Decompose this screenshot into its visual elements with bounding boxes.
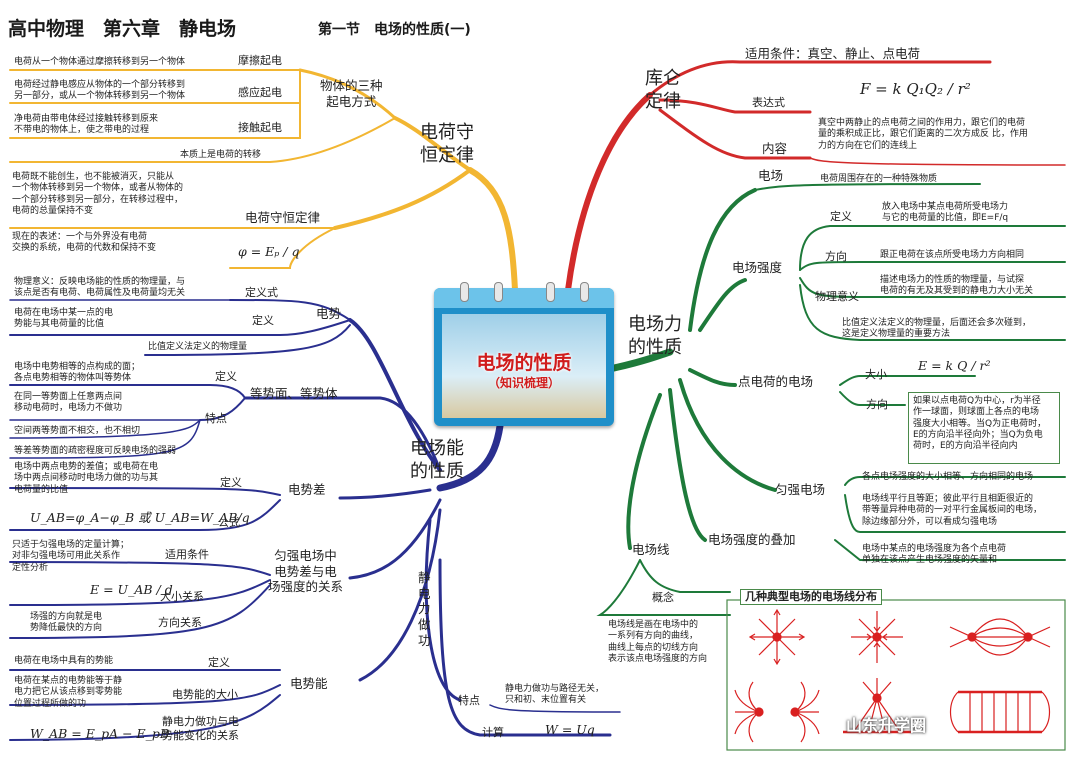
field-line-diagrams: [726, 599, 1066, 751]
desc-point-dir: 如果以点电荷Q为中心，r为半径 作一球面，则球面上各点的电场 强度大小相等。当Q…: [913, 396, 1047, 451]
page-title: 高中物理 第六章 静电场: [8, 18, 237, 40]
center-title: 电场的性质: [476, 352, 572, 374]
label-pe-work: 静电力做功与电 势能变化的关系: [162, 715, 239, 742]
desc-work-feature: 静电力做功与路径无关， 只和初、末位置有关: [505, 684, 605, 706]
label-pe-def: 定义: [208, 656, 230, 669]
label-strength-meaning: 物理意义: [815, 290, 859, 303]
desc-uniform-dir: 场强的方向就是电 势降低最快的方向: [30, 612, 103, 634]
formula-pe-work: W_AB = E_pA − E_pB: [30, 726, 170, 741]
branch-force: 电场力 的性质: [628, 314, 682, 358]
label-pd-formula: 公式: [218, 516, 240, 529]
formula-coulomb: F = k Q₁Q₂ / r²: [860, 80, 971, 98]
label-potential-formula: 定义式: [245, 286, 278, 299]
desc-potential-def: 电荷在电场中某一点的电 势能与其电荷量的比值: [14, 308, 114, 330]
formula-pd: U_AB=φ_A−φ_B 或 U_AB=W_AB/q: [30, 510, 250, 525]
desc-potential-ratio: 比值定义法定义的物理量: [148, 342, 248, 352]
node-friction: 摩擦起电: [238, 54, 282, 67]
desc-friction: 电荷从一个物体通过摩擦转移到另一个物体: [14, 57, 186, 67]
desc-uniform-cond: 只适于匀强电场的定量计算； 对非匀强电场可用此关系作 定性分析: [12, 540, 130, 573]
label-work-feature: 特点: [458, 694, 480, 707]
desc-superposition: 电场中某点的电场强度为各个点电荷 单独在该点产生电场强度的矢量和: [862, 544, 1007, 566]
desc-equipotential-f2: 空间两等势面不相交，也不相切: [14, 426, 141, 436]
desc-equipotential-def: 电场中电势相等的点构成的面； 各点电势相等的物体叫等势体: [14, 362, 141, 384]
node-uniform-field: 匀强电场: [775, 482, 826, 497]
desc-coulomb-content: 真空中两静止的点电荷之间的作用力，跟它们的电荷 量的乘积成正比，跟它们距离的二次…: [818, 118, 1028, 151]
node-uniform-relation: 匀强电场中 电势差与电 场强度的关系: [268, 548, 344, 595]
branch-energy: 电场能 的性质: [410, 438, 464, 482]
label-equipotential-def: 定义: [215, 370, 237, 383]
formula-potential: φ = Eₚ / q: [238, 244, 300, 259]
node-field-lines: 电场线: [632, 542, 670, 557]
desc-field: 电荷周围存在的一种特殊物质: [820, 174, 938, 184]
desc-strength-ratio: 比值定义法定义的物理量，后面还会多次碰到， 这是定义物理量的重要方法: [842, 318, 1032, 340]
watermark: 山东升学圈: [846, 716, 927, 735]
desc-uniform-d1: 各点电场强度的大小相等、方向相同的电场: [862, 472, 1034, 482]
label-typical-fields: 几种典型电场的电场线分布: [740, 589, 882, 605]
node-superposition: 电场强度的叠加: [708, 532, 796, 547]
branch-conservation: 电荷守 恒定律: [420, 122, 474, 166]
label-uniform-dir: 方向关系: [158, 616, 202, 629]
node-induction: 感应起电: [238, 86, 282, 99]
label-work-calc: 计算: [482, 726, 504, 739]
label-uniform-mag: 大小关系: [160, 590, 204, 603]
branch-coulomb: 库仑 定律: [645, 68, 681, 112]
desc-coulomb-cond: 适用条件：真空、静止、点电荷: [745, 46, 921, 61]
center-subtitle: （知识梳理）: [487, 376, 560, 390]
desc-uniform-d2: 电场线平行且等距；彼此平行且相距很近的 带等量异种电荷的一对平行金属板间的电场，…: [862, 494, 1043, 527]
node-field: 电场: [758, 168, 784, 183]
node-equipotential: 等势面、等势体: [250, 386, 338, 401]
node-strength: 电场强度: [732, 260, 783, 275]
page-subtitle: 第一节 电场的性质(一): [318, 22, 471, 38]
desc-equipotential-f1: 在同一等势面上任意两点间 移动电荷时，电场力不做功: [14, 392, 123, 414]
label-coulomb-expr: 表达式: [752, 96, 785, 109]
formula-point: E = k Q / r²: [918, 358, 991, 373]
node-electric-work: 静 电 力 做 功: [418, 570, 431, 648]
point-dir-box: 如果以点电荷Q为中心，r为半径 作一球面，则球面上各点的电场 强度大小相等。当Q…: [908, 392, 1060, 464]
label-pd-def: 定义: [220, 476, 242, 489]
desc-induction: 电荷经过静电感应从物体的一个部分转移到 另一部分，或从一个物体转移到另一个物体: [14, 80, 186, 102]
formula-work: W = Uq: [545, 722, 595, 737]
label-lines-concept: 概念: [652, 591, 674, 604]
desc-pe-def: 电荷在电场中具有的势能: [14, 656, 114, 666]
desc-essence: 本质上是电荷的转移: [180, 150, 262, 160]
node-charging-methods: 物体的三种 起电方式: [320, 78, 383, 109]
desc-conservation-modern: 现在的表述：一个与外界没有电荷 交换的系统，电荷的代数和保持不变: [12, 232, 157, 254]
node-potential: 电势: [316, 306, 342, 321]
label-strength-dir: 方向: [825, 250, 847, 263]
desc-strength-def: 放入电场中某点电荷所受电场力 与它的电荷量的比值，即E=F/q: [882, 202, 1009, 224]
desc-strength-meaning: 描述电场力的性质的物理量，与试探 电荷的有无及其受到的静电力大小无关: [880, 275, 1034, 297]
label-strength-def: 定义: [830, 210, 852, 223]
desc-lines-concept: 电场线是画在电场中的 一系列有方向的曲线， 曲线上每点的切线方向 表示该点电场强…: [608, 620, 708, 664]
desc-equipotential-f3: 等差等势面的疏密程度可反映电场的强弱: [14, 446, 177, 456]
label-coulomb-content: 内容: [762, 141, 788, 156]
desc-potential-meaning: 物理意义：反映电场能的性质的物理量，与 该点是否有电荷、电荷属性及电荷量均无关: [14, 277, 186, 299]
center-node: 电场的性质 （知识梳理）: [434, 282, 614, 426]
label-point-dir: 方向: [866, 398, 888, 411]
node-conservation-law: 电荷守恒定律: [245, 210, 321, 225]
label-uniform-cond: 适用条件: [165, 548, 209, 561]
label-potential-def: 定义: [252, 314, 274, 327]
label-point-mag: 大小: [865, 368, 887, 381]
wind-turbine-image: 电场的性质 （知识梳理）: [442, 314, 606, 418]
label-equipotential-feature: 特点: [205, 412, 227, 425]
node-point-field: 点电荷的电场: [738, 374, 814, 389]
desc-strength-dir: 跟正电荷在该点所受电场力方向相同: [880, 250, 1025, 260]
desc-conservation-law: 电荷既不能创生，也不能被消灭，只能从 一个物体转移到另一个物体，或者从物体的 一…: [12, 172, 184, 216]
label-pe-size: 电势能的大小: [172, 688, 238, 701]
node-potential-energy: 电势能: [290, 676, 328, 691]
desc-contact: 净电荷由带电体经过接触转移到原来 不带电的物体上，使之带电的过程: [14, 114, 159, 136]
node-potential-difference: 电势差: [288, 482, 326, 497]
node-contact: 接触起电: [238, 121, 282, 134]
desc-pe-size: 电荷在某点的电势能等于静 电力把它从该点移到零势能 位置过程所做的功: [14, 676, 123, 709]
formula-uniform-mag: E = U_AB / d: [90, 582, 173, 597]
desc-pd-def: 电场中两点电势的差值；或电荷在电 场中两点间移动时电场力做的功与其 电荷量的比值: [14, 462, 159, 495]
